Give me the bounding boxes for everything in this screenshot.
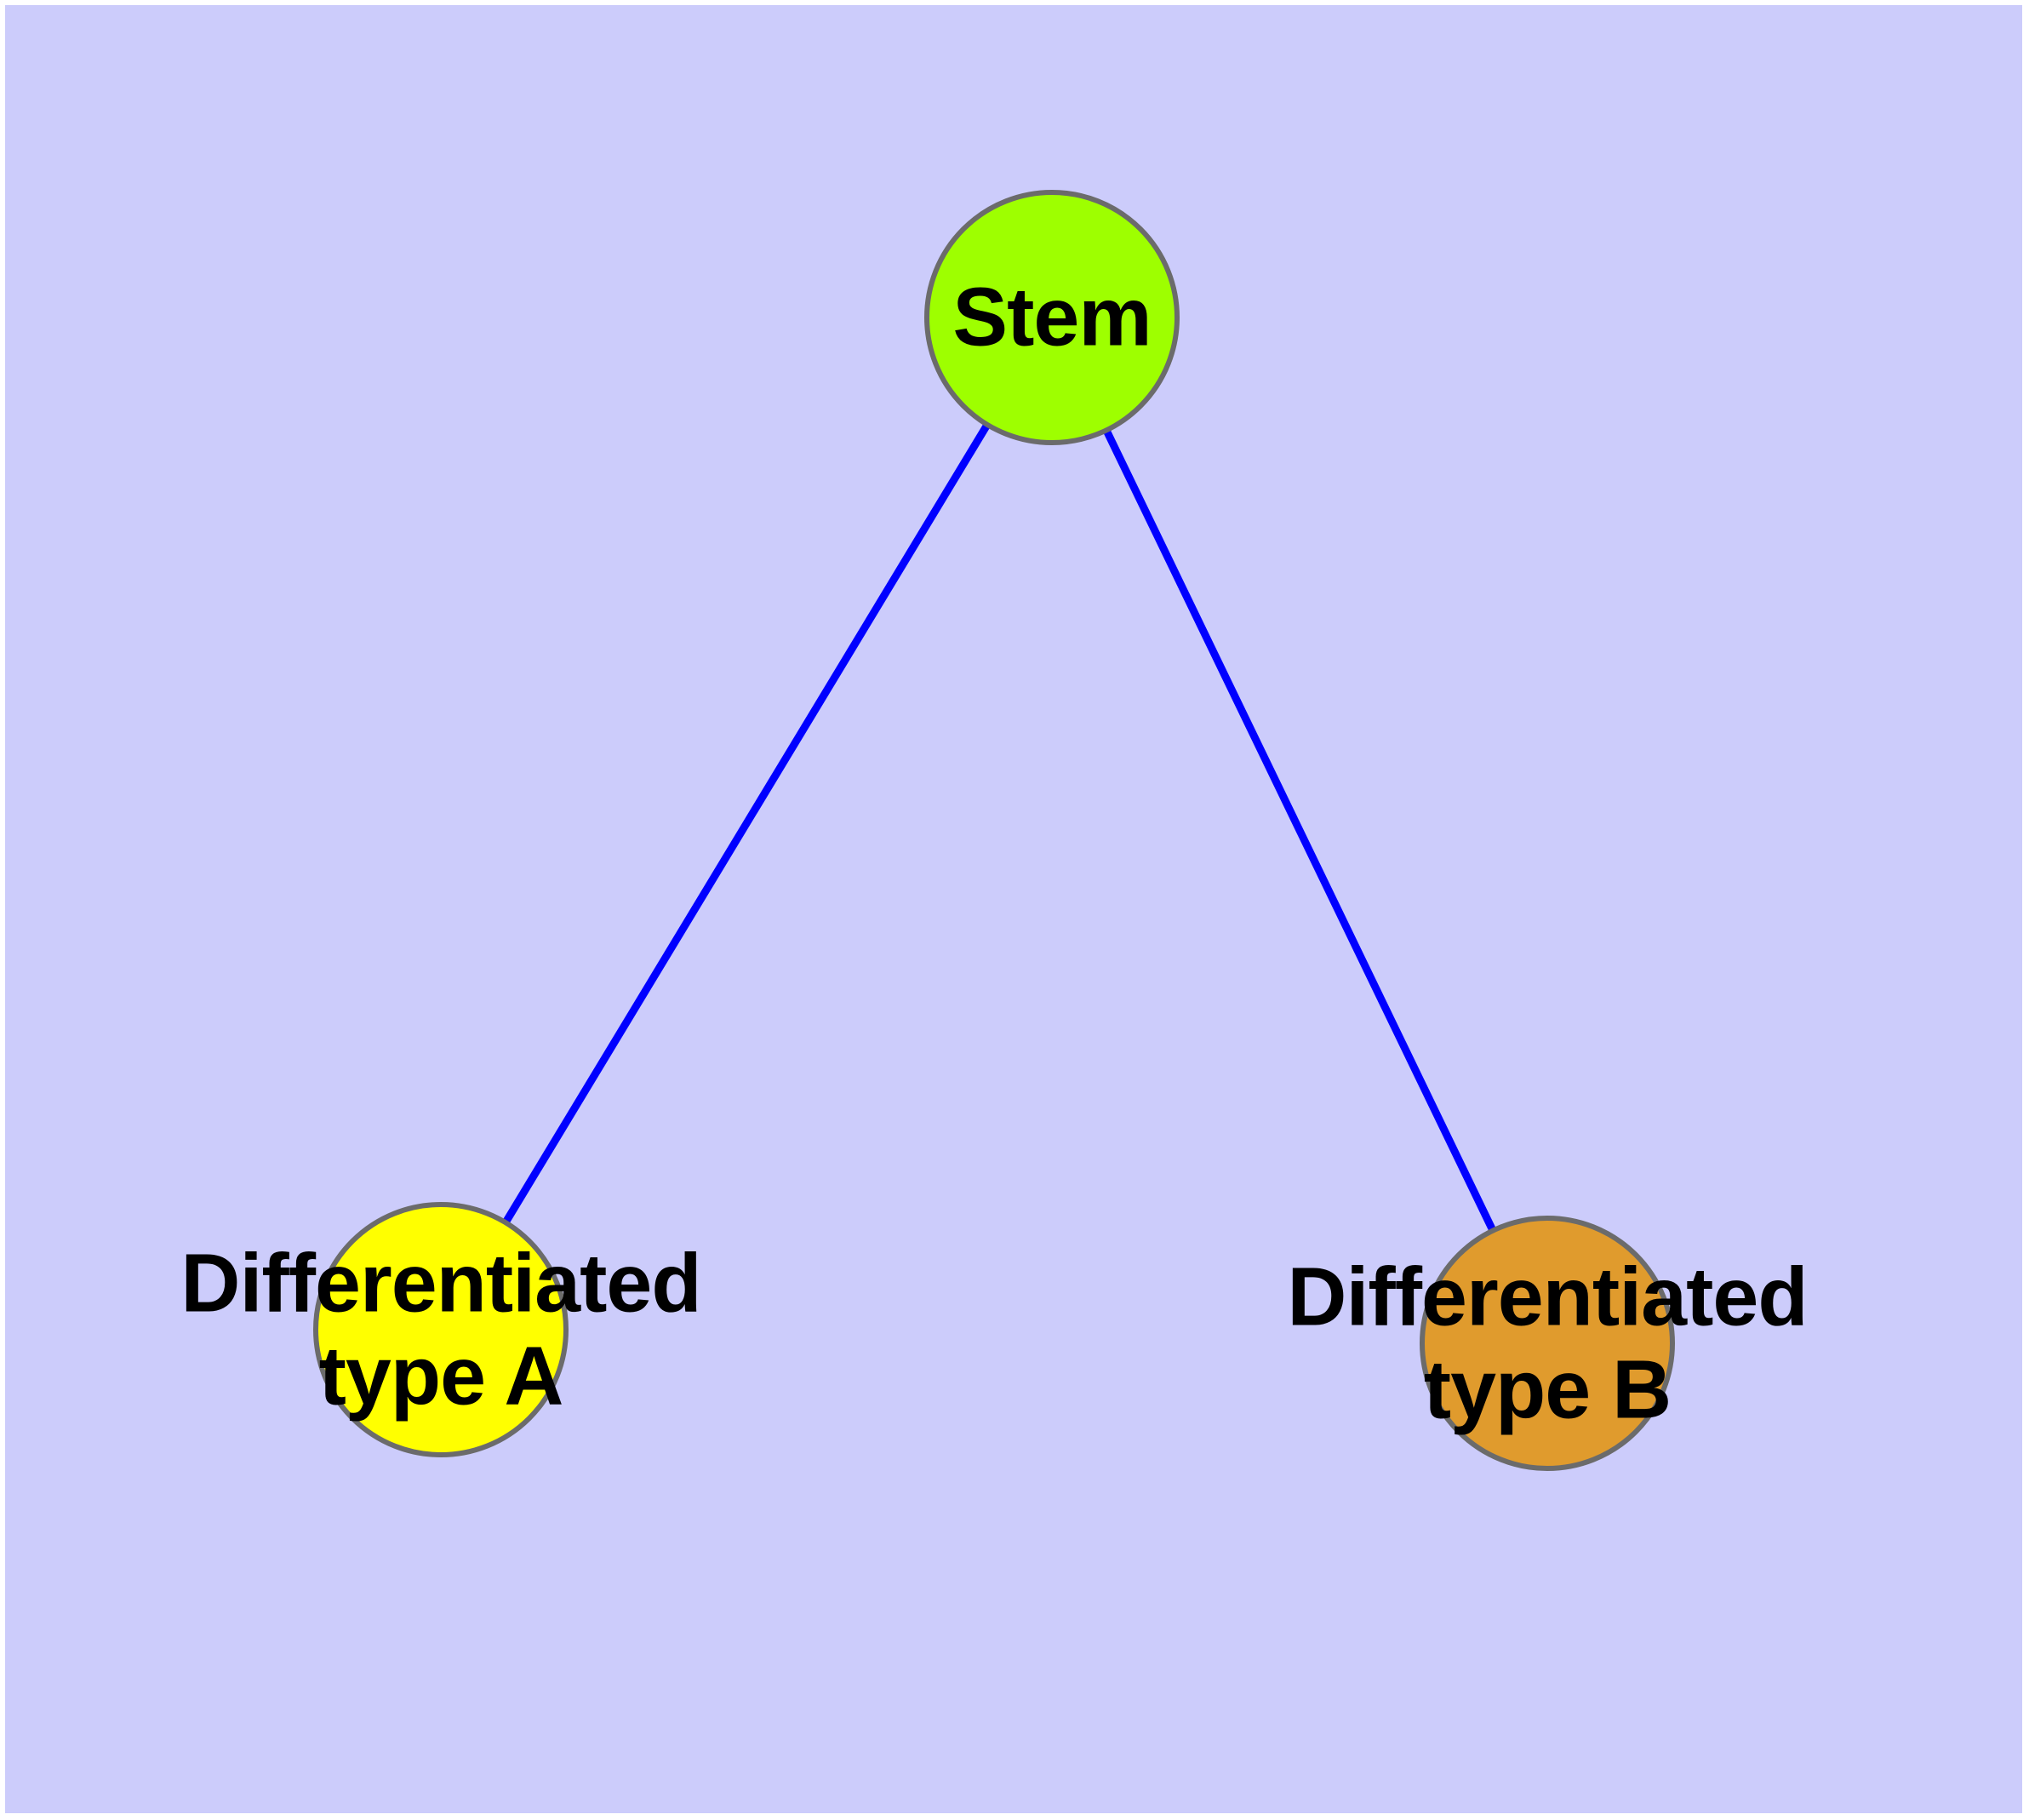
node-stem-label: Stem [952, 270, 1152, 363]
edge-layer [437, 315, 1552, 1345]
edge-stem-to-diff-b[interactable] [1048, 316, 1552, 1345]
edge-stem-to-diff-a[interactable] [437, 315, 1055, 1332]
node-differentiated-type-b[interactable]: Differentiated type B [1287, 1216, 1809, 1471]
diagram-plot-area: Stem Differentiated type A Differentiate… [5, 5, 2022, 1813]
node-differentiated-type-a[interactable]: Differentiated type A [180, 1202, 702, 1457]
node-stem[interactable]: Stem [924, 190, 1180, 445]
